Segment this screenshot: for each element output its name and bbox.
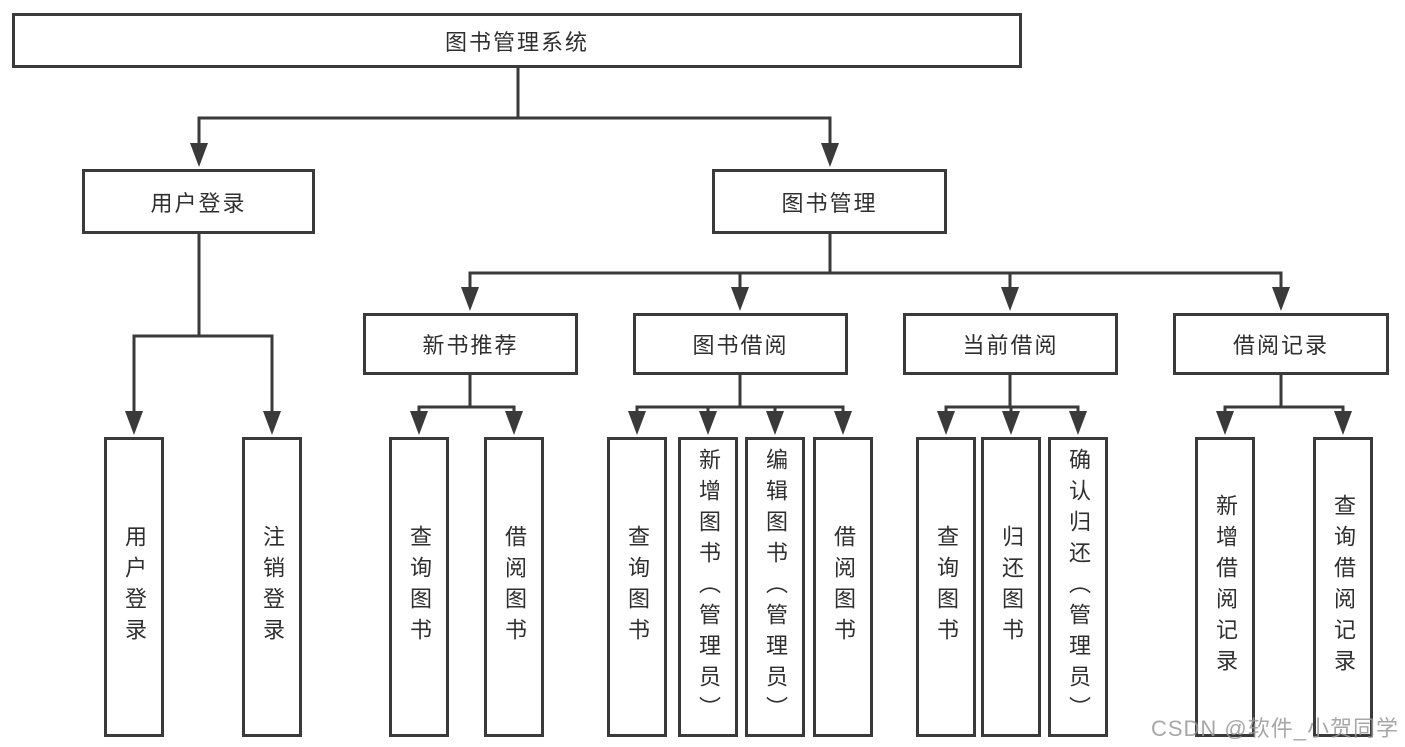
leaf-borrow-books-bb: 借阅图书	[813, 437, 873, 737]
leaf-label: 借阅图书	[502, 525, 527, 649]
leaf-add-borrow-record: 新增借阅记录	[1195, 437, 1255, 737]
arrowhead-current-borrow	[1001, 287, 1019, 311]
leaf-label: 注销登录	[260, 525, 285, 649]
leaf-user-login: 用户登录	[104, 437, 164, 737]
arrowhead-br-leaf2	[1334, 411, 1352, 435]
arrowhead-bb-leaf3	[766, 411, 784, 435]
leaf-label: 查询图书	[407, 525, 432, 649]
arrowhead-new-books	[461, 287, 479, 311]
arrowhead-book-borrow	[731, 287, 749, 311]
leaf-label: 借阅图书	[831, 525, 856, 649]
connector-borrow-records	[1223, 375, 1345, 415]
leaf-label: 新增图书（管理员）	[696, 447, 721, 727]
arrowhead-user-login	[190, 143, 208, 167]
leaf-add-books-admin: 新增图书（管理员）	[678, 437, 738, 737]
leaf-confirm-return-admin: 确认归还（管理员）	[1048, 437, 1108, 737]
leaf-query-books-nb: 查询图书	[389, 437, 449, 737]
leaf-label: 查询借阅记录	[1331, 494, 1356, 680]
connector-current-borrow	[944, 375, 1080, 415]
arrowhead-bb-leaf4	[834, 411, 852, 435]
connector-root	[197, 67, 832, 147]
leaf-edit-books-admin: 编辑图书（管理员）	[745, 437, 805, 737]
arrowhead-nb-leaf2	[505, 411, 523, 435]
arrowhead-cb-leaf1	[937, 411, 955, 435]
leaf-return-books: 归还图书	[981, 437, 1041, 737]
leaf-label: 查询图书	[625, 525, 650, 649]
arrowhead-cb-leaf3	[1069, 411, 1087, 435]
leaf-label: 查询图书	[934, 525, 959, 649]
leaf-query-books-bb: 查询图书	[607, 437, 667, 737]
node-library-system: 图书管理系统	[12, 13, 1022, 68]
csdn-watermark: CSDN @软件_小贺同学	[1150, 716, 1399, 741]
node-new-book-recommend: 新书推荐	[363, 313, 578, 375]
arrowhead-br-leaf1	[1216, 411, 1234, 435]
leaf-query-books-cb: 查询图书	[916, 437, 976, 737]
arrowhead-nb-leaf1	[410, 411, 428, 435]
leaf-label: 归还图书	[999, 525, 1024, 649]
connector-book-mgmt	[468, 234, 1283, 291]
leaf-logout: 注销登录	[242, 437, 302, 737]
leaf-label: 用户登录	[122, 525, 147, 649]
connector-book-borrow	[635, 375, 845, 415]
arrowhead-login-leaf1	[125, 411, 143, 435]
arrowhead-login-leaf2	[263, 411, 281, 435]
node-borrow-records: 借阅记录	[1173, 313, 1389, 375]
leaf-query-borrow-record: 查询借阅记录	[1313, 437, 1373, 737]
leaf-label: 新增借阅记录	[1213, 494, 1238, 680]
arrowhead-bb-leaf1	[628, 411, 646, 435]
leaf-borrow-books-nb: 借阅图书	[484, 437, 544, 737]
node-user-login: 用户登录	[82, 169, 315, 234]
node-book-management: 图书管理	[712, 169, 947, 234]
arrowhead-borrow-records	[1272, 287, 1290, 311]
leaf-label: 确认归还（管理员）	[1066, 447, 1091, 727]
arrowhead-cb-leaf2	[1002, 411, 1020, 435]
arrowhead-bb-leaf2	[699, 411, 717, 435]
arrowhead-book-mgmt	[821, 143, 839, 167]
leaf-label: 编辑图书（管理员）	[763, 447, 788, 727]
connector-user-login	[132, 234, 274, 415]
node-book-borrow: 图书借阅	[633, 313, 848, 375]
node-current-borrow: 当前借阅	[903, 313, 1118, 375]
connector-new-books	[417, 375, 516, 415]
